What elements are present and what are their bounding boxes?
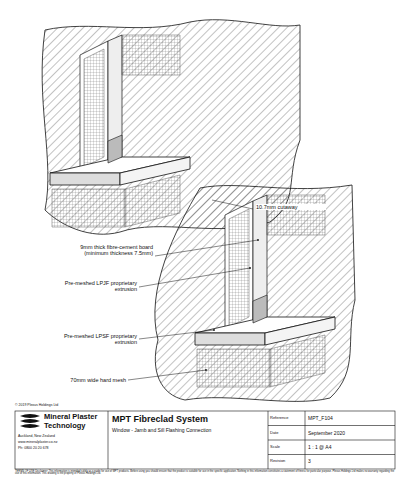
web-text: www.mineralplaster.co.nz bbox=[18, 440, 106, 444]
sheet-subtitle: Window - Jamb and Sill Flashing Connecti… bbox=[112, 428, 264, 434]
phone-text: Ph: 0800 20 20 678 bbox=[18, 446, 106, 450]
callout-label: Pre-meshed LPSF proprietary extrusion bbox=[60, 333, 137, 346]
field-name: Revision bbox=[270, 459, 304, 464]
sheet-title: MPT Fibreclad System bbox=[112, 414, 264, 424]
callout-label: 9mm thick fibre-cement board (minimum th… bbox=[60, 244, 153, 257]
logo-text: Mineral Plaster Technology bbox=[44, 413, 106, 430]
field-name: Reference bbox=[270, 416, 304, 421]
field-value: 1 : 1 @ A4 bbox=[308, 445, 393, 451]
disclaimer-text: TERMS OF USE Disclaimer: This informatio… bbox=[15, 471, 395, 477]
dimension-label: 10.7mm cutaway bbox=[256, 204, 326, 210]
field-value: September 2020 bbox=[308, 431, 393, 437]
callout-label: Pre-meshed LPJF proprietary extrusion bbox=[60, 280, 137, 293]
field-name: Date bbox=[270, 431, 304, 436]
field-name: Scale bbox=[270, 445, 304, 450]
field-value: MPT_F104 bbox=[308, 416, 393, 422]
field-value: 3 bbox=[308, 459, 393, 465]
address-text: Auckland, New Zealand bbox=[18, 434, 106, 438]
copyright-note: © 2019 Plexus Holdings Ltd bbox=[15, 403, 135, 407]
callout-label: 70mm wide hard mesh bbox=[40, 377, 126, 383]
